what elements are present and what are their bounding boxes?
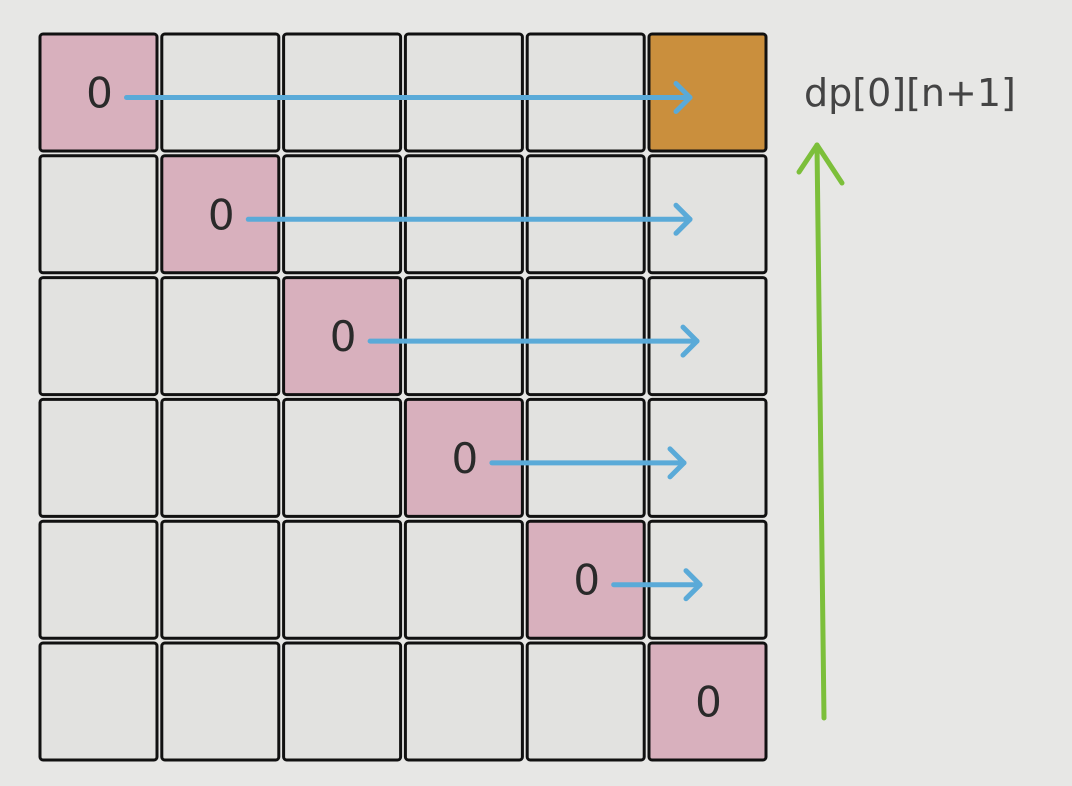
grid-cell (282, 154, 403, 275)
target-cell (647, 32, 768, 153)
grid-cell (38, 641, 159, 762)
grid-cell (282, 32, 403, 153)
grid-cell (282, 519, 403, 640)
grid-cell (403, 32, 524, 153)
row-arrow (245, 202, 693, 236)
grid-cell (403, 276, 524, 397)
grid-cell (647, 397, 768, 518)
cell-value-zero: 0 (452, 434, 479, 483)
grid-cell (282, 641, 403, 762)
grid-cell (38, 519, 159, 640)
row-arrow (367, 324, 700, 358)
grid-cell (525, 32, 646, 153)
cell-value-zero: 0 (86, 69, 113, 118)
cell-value-zero: 0 (208, 190, 235, 239)
grid-cell (525, 641, 646, 762)
grid-cell (38, 397, 159, 518)
diagonal-cell (282, 276, 403, 397)
diagonal-cell (647, 641, 768, 762)
grid-cell (160, 276, 281, 397)
grid-cell (282, 397, 403, 518)
row-arrow (124, 81, 693, 114)
upward-order-arrow (796, 142, 845, 721)
grid-cell (38, 154, 159, 275)
grid-cell (525, 276, 646, 397)
grid-cell (525, 397, 646, 518)
grid-cell (647, 276, 768, 397)
row-arrow (611, 568, 703, 602)
row-fill-arrows (124, 81, 703, 602)
target-cell-label: dp[0][n+1] (804, 71, 1016, 115)
grid-cell (647, 519, 768, 640)
grid-cell (160, 32, 281, 153)
diagonal-cell (38, 32, 159, 153)
column-arrow (796, 142, 845, 721)
grid-cell (403, 519, 524, 640)
grid-cell (647, 154, 768, 275)
dp-grid: 0 0 0 0 0 0 (38, 32, 768, 762)
grid-cell (160, 641, 281, 762)
grid-cell (525, 154, 646, 275)
grid-cell (403, 154, 524, 275)
cell-value-zero: 0 (330, 312, 357, 361)
row-arrow (489, 446, 687, 480)
grid-cell (403, 641, 524, 762)
diagonal-cell (160, 154, 281, 275)
diagonal-cell (403, 397, 524, 518)
grid-cell (160, 519, 281, 640)
cell-value-zero: 0 (695, 678, 722, 727)
cell-value-zero: 0 (573, 556, 600, 605)
grid-cell (38, 276, 159, 397)
diagonal-cell (525, 519, 646, 640)
grid-cell (160, 397, 281, 518)
